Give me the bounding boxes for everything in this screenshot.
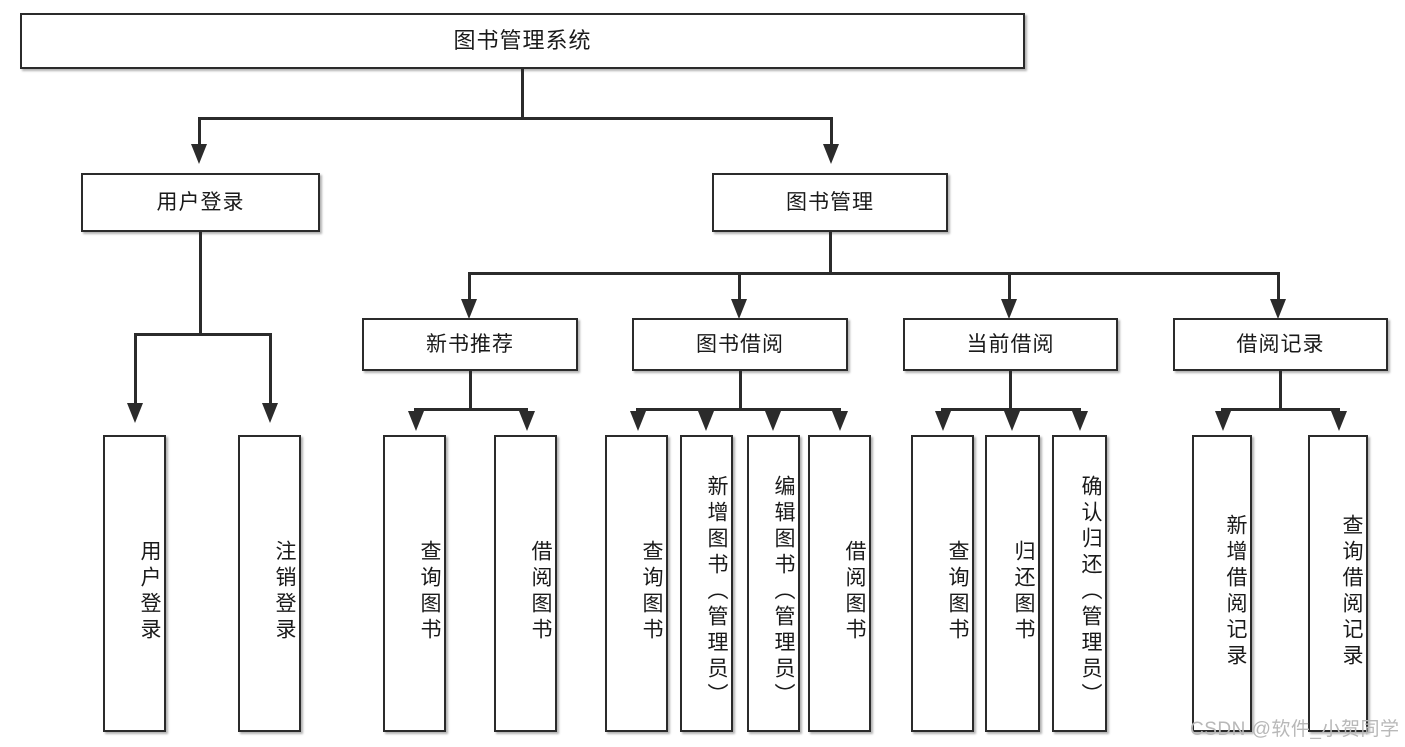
edge-user-login-bus: [134, 333, 272, 336]
node-label: 查询图书: [418, 539, 441, 644]
edge-book-mgmt-to-l3-3: [1277, 272, 1280, 302]
edge-book-mgmt-to-l3-2: [1008, 272, 1011, 302]
edge-book-mgmt-stem: [829, 232, 832, 275]
leaf-user-login[interactable]: 用户登录: [103, 435, 166, 732]
edge-current-stem: [1009, 371, 1012, 411]
arrow-borrow-leaf-1: [698, 411, 714, 431]
node-label: 查询借阅记录: [1340, 513, 1363, 670]
node-label: 借阅记录: [1236, 332, 1325, 356]
edge-root-to-book-mgmt: [830, 117, 833, 147]
arrow-recommend-leaf-0: [408, 411, 424, 431]
node-label: 借阅图书: [529, 539, 552, 644]
node-label: 图书管理系统: [453, 27, 592, 53]
node-book-management[interactable]: 图书管理: [712, 173, 948, 232]
arrow-l3-1: [731, 299, 747, 319]
arrow-l3-0: [461, 299, 477, 319]
edge-root-bus: [198, 117, 833, 120]
arrow-recommend-leaf-1: [519, 411, 535, 431]
edge-user-login-to-leaf-1: [269, 333, 272, 405]
edge-user-login-to-leaf-0: [134, 333, 137, 405]
arrow-borrow-leaf-3: [832, 411, 848, 431]
edge-book-mgmt-to-l3-1: [738, 272, 741, 302]
leaf-recommend-query-book[interactable]: 查询图书: [383, 435, 446, 732]
node-label: 查询图书: [946, 539, 969, 644]
arrow-borrow-leaf-2: [765, 411, 781, 431]
node-new-book-recommend[interactable]: 新书推荐: [362, 318, 578, 371]
edge-root-to-user-login: [198, 117, 201, 147]
watermark-text: CSDN @软件_小贺同学: [1190, 719, 1400, 740]
leaf-borrow-add-book-admin[interactable]: 新增图书（管理员）: [680, 435, 733, 732]
arrow-to-user-login: [191, 144, 207, 164]
arrow-user-login-leaf-0: [127, 403, 143, 423]
edge-recommend-bus: [414, 408, 528, 411]
node-label: 图书管理: [786, 190, 874, 214]
node-label: 编辑图书（管理员）: [772, 474, 795, 709]
arrow-current-leaf-1: [1004, 411, 1020, 431]
node-label: 借阅图书: [843, 539, 866, 644]
edge-record-bus: [1221, 408, 1340, 411]
arrow-l3-2: [1001, 299, 1017, 319]
edge-record-stem: [1279, 371, 1282, 411]
leaf-current-query-book[interactable]: 查询图书: [911, 435, 974, 732]
edge-book-mgmt-to-l3-0: [468, 272, 471, 302]
edge-root-stem: [521, 69, 524, 119]
node-borrow-record[interactable]: 借阅记录: [1173, 318, 1388, 371]
node-label: 新增图书（管理员）: [705, 474, 728, 709]
edge-borrow-bus: [636, 408, 840, 411]
leaf-record-query-record[interactable]: 查询借阅记录: [1308, 435, 1368, 732]
node-label: 用户登录: [156, 190, 245, 214]
edge-book-mgmt-bus: [468, 272, 1280, 275]
leaf-current-confirm-return-admin[interactable]: 确认归还（管理员）: [1052, 435, 1107, 732]
leaf-borrow-edit-book-admin[interactable]: 编辑图书（管理员）: [747, 435, 800, 732]
arrow-l3-3: [1270, 299, 1286, 319]
node-current-borrow[interactable]: 当前借阅: [903, 318, 1118, 371]
arrow-record-leaf-1: [1331, 411, 1347, 431]
leaf-current-return-book[interactable]: 归还图书: [985, 435, 1040, 732]
node-root-system[interactable]: 图书管理系统: [20, 13, 1025, 69]
arrow-to-book-mgmt: [823, 144, 839, 164]
node-label: 新书推荐: [426, 332, 514, 356]
leaf-user-logout[interactable]: 注销登录: [238, 435, 301, 732]
node-label: 用户登录: [138, 539, 161, 644]
edge-recommend-stem: [469, 371, 472, 411]
node-label: 查询图书: [640, 539, 663, 644]
leaf-recommend-borrow-book[interactable]: 借阅图书: [494, 435, 557, 732]
leaf-record-add-record[interactable]: 新增借阅记录: [1192, 435, 1252, 732]
node-book-borrow[interactable]: 图书借阅: [632, 318, 848, 371]
edge-user-login-stem: [199, 232, 202, 336]
edge-borrow-stem: [739, 371, 742, 411]
leaf-borrow-query-book[interactable]: 查询图书: [605, 435, 668, 732]
arrow-record-leaf-0: [1215, 411, 1231, 431]
node-label: 注销登录: [273, 539, 296, 644]
node-label: 当前借阅: [966, 332, 1055, 356]
node-label: 归还图书: [1012, 539, 1035, 644]
node-label: 确认归还（管理员）: [1079, 474, 1102, 709]
arrow-user-login-leaf-1: [262, 403, 278, 423]
node-label: 新增借阅记录: [1224, 513, 1247, 670]
node-label: 图书借阅: [696, 332, 784, 356]
arrow-current-leaf-2: [1072, 411, 1088, 431]
arrow-borrow-leaf-0: [630, 411, 646, 431]
leaf-borrow-borrow-book[interactable]: 借阅图书: [808, 435, 871, 732]
arrow-current-leaf-0: [935, 411, 951, 431]
node-user-login[interactable]: 用户登录: [81, 173, 320, 232]
